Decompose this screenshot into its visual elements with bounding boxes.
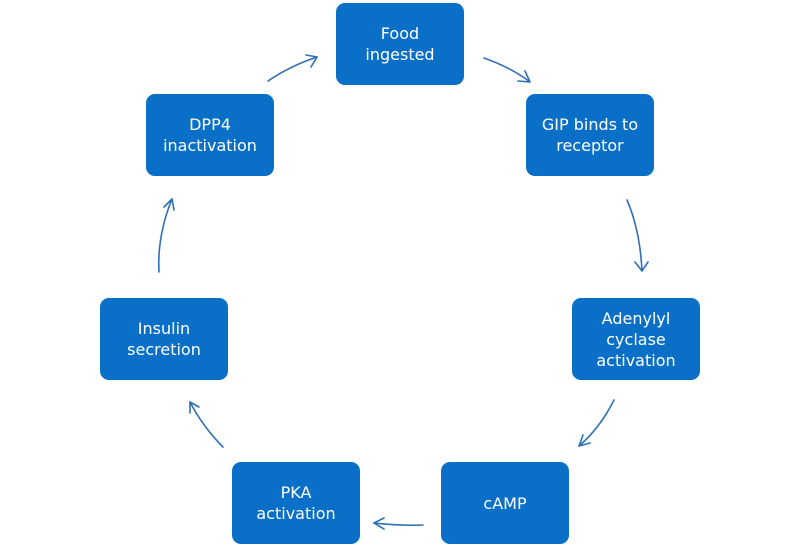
arrow-dpp4-to-food: [267, 54, 318, 82]
arrow-insulin-to-dpp4: [157, 198, 175, 273]
node-camp: cAMP: [441, 462, 569, 544]
node-food-ingested: Food ingested: [336, 3, 464, 85]
arrow-pka-to-insulin: [189, 401, 224, 448]
arrow-camp-to-pka: [373, 517, 424, 530]
node-dpp4-inactivation: DPP4 inactivation: [146, 94, 274, 176]
node-gip-binds-receptor: GIP binds to receptor: [526, 94, 654, 176]
node-pka-activation: PKA activation: [232, 462, 360, 544]
arrow-adenylyl-to-camp: [578, 399, 615, 447]
node-adenylyl-cyclase-activation: Adenylyl cyclase activation: [572, 298, 700, 380]
arrow-food-to-gip: [483, 57, 531, 83]
node-insulin-secretion: Insulin secretion: [100, 298, 228, 380]
arrow-gip-to-adenylyl: [626, 199, 649, 272]
